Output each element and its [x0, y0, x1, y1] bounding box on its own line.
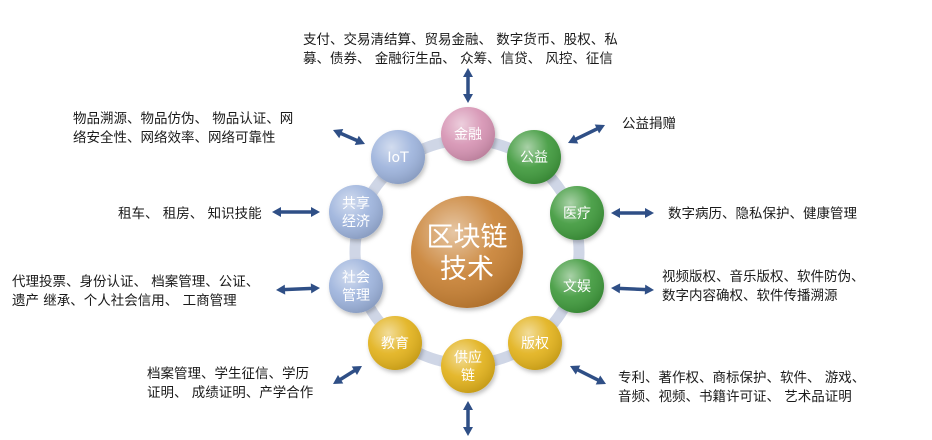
arrow-sharing-economy	[272, 207, 320, 217]
label-medical: 数字病历、隐私保护、健康管理	[668, 205, 857, 224]
node-education: 教育	[368, 316, 422, 370]
node-copyright-label: 版权	[521, 336, 549, 352]
label-iot: 物品溯源、物品仿伪、 物品认证、网 络安全性、网络效率、网络可靠性	[73, 110, 293, 148]
node-supply-chain-label-line2: 链	[461, 368, 475, 384]
node-social-management: 社会 管理	[329, 259, 383, 313]
node-finance: 金融	[441, 107, 495, 161]
node-sharing-economy: 共享 经济	[329, 185, 383, 239]
node-iot: IoT	[371, 130, 425, 184]
arrow-supply-chain	[463, 401, 473, 436]
node-supply-chain: 供应 链	[441, 339, 495, 393]
arrow-education	[333, 366, 362, 384]
node-medical-label: 医疗	[563, 206, 591, 222]
label-copyright-line1: 专利、著作权、商标保护、软件、 游戏、	[618, 370, 866, 386]
arrow-social-management	[276, 283, 320, 295]
center-title-line2: 技术	[440, 254, 494, 285]
label-public-welfare: 公益捐赠	[622, 115, 676, 134]
node-public-welfare-label: 公益	[520, 150, 548, 166]
label-iot-line2: 络安全性、网络效率、网络可靠性	[73, 130, 276, 146]
label-sharing-economy-line1: 租车、 租房、 知识技能	[118, 206, 262, 222]
label-education-line1: 档案管理、学生征信、学历	[147, 366, 309, 382]
center-title-line1: 区块链	[427, 222, 508, 253]
node-education-label: 教育	[381, 336, 409, 352]
arrow-finance	[463, 68, 473, 103]
arrow-public-welfare	[568, 124, 605, 144]
center-node: 区块链 技术	[411, 196, 523, 308]
arrow-iot	[333, 129, 365, 145]
label-finance: 支付、交易清结算、贸易金融、 数字货币、股权、私 募、债券、 金融衍生品、 众筹…	[303, 31, 618, 69]
label-public-welfare-line1: 公益捐赠	[622, 116, 676, 132]
arrow-medical	[611, 208, 654, 218]
node-public-welfare: 公益	[507, 130, 561, 184]
label-iot-line1: 物品溯源、物品仿伪、 物品认证、网	[73, 111, 294, 127]
label-education: 档案管理、学生征信、学历 证明、 成绩证明、产学合作	[147, 365, 313, 403]
node-sharing-economy-label-line1: 共享	[342, 195, 370, 212]
label-social-management-line1: 代理投票、身份认证、 档案管理、公证、	[12, 274, 260, 290]
label-entertainment: 视频版权、音乐版权、软件防伪、 数字内容确权、软件传播溯源	[662, 268, 865, 306]
node-finance-label: 金融	[454, 127, 482, 143]
arrow-entertainment	[611, 283, 654, 295]
label-social-management-line2: 遗产 继承、个人社会信用、 工商管理	[12, 293, 237, 309]
node-entertainment: 文娱	[550, 259, 604, 313]
label-copyright-line2: 音频、视频、书籍许可证、 艺术品证明	[618, 389, 852, 405]
label-entertainment-line2: 数字内容确权、软件传播溯源	[662, 288, 838, 304]
node-supply-chain-label-line1: 供应	[454, 349, 482, 366]
node-iot-label: IoT	[387, 150, 409, 166]
arrows-group	[272, 68, 654, 436]
node-social-management-label-line2: 管理	[342, 288, 370, 304]
label-finance-line2: 募、债券、 金融衍生品、 众筹、信贷、 风控、征信	[303, 51, 613, 67]
node-sharing-economy-label-line2: 经济	[342, 214, 370, 230]
label-sharing-economy: 租车、 租房、 知识技能	[118, 205, 262, 224]
node-copyright: 版权	[508, 316, 562, 370]
label-social-management: 代理投票、身份认证、 档案管理、公证、 遗产 继承、个人社会信用、 工商管理	[12, 273, 259, 311]
node-entertainment-label: 文娱	[563, 279, 591, 295]
label-medical-line1: 数字病历、隐私保护、健康管理	[668, 206, 857, 222]
label-entertainment-line1: 视频版权、音乐版权、软件防伪、	[662, 269, 865, 285]
arrow-copyright	[570, 365, 606, 385]
node-medical: 医疗	[550, 186, 604, 240]
label-education-line2: 证明、 成绩证明、产学合作	[147, 385, 314, 401]
node-social-management-label-line1: 社会	[342, 270, 370, 286]
label-copyright: 专利、著作权、商标保护、软件、 游戏、 音频、视频、书籍许可证、 艺术品证明	[618, 369, 865, 407]
label-finance-line1: 支付、交易清结算、贸易金融、 数字货币、股权、私	[303, 32, 618, 48]
